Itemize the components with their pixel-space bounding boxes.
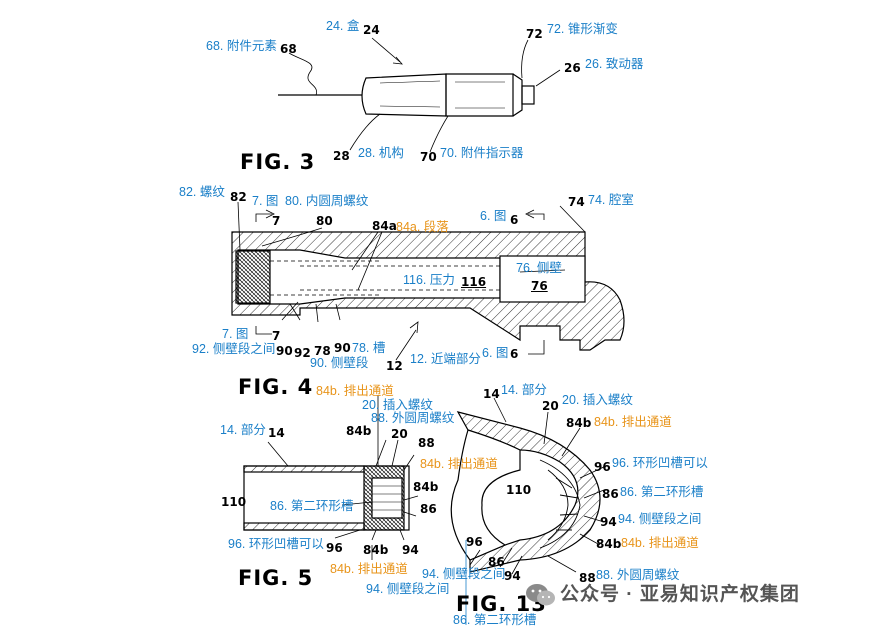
fig4-num-116: 116 <box>461 275 487 289</box>
fig5-num-20: 20 <box>391 427 408 441</box>
fig3-num-26: 26 <box>564 61 581 75</box>
wechat-icon <box>526 584 555 606</box>
fig13-num-96a: 96 <box>594 460 611 474</box>
fig13-num-14: 14 <box>483 387 500 401</box>
fig5-num-88: 88 <box>418 436 435 450</box>
fig13-label-88: 88. 外圆周螺纹 <box>596 568 680 582</box>
fig5-label-94: 94. 侧壁段之间 <box>366 582 450 596</box>
fig4-num-7b: 7 <box>272 329 281 343</box>
fig4-label-74: 74. 腔室 <box>588 193 634 207</box>
fig3-label-72: 72. 锥形渐变 <box>547 22 618 36</box>
fig5-num-84b-c: 84b <box>363 543 389 557</box>
fig5-num-94: 94 <box>402 543 419 557</box>
fig13-num-96b: 96 <box>466 535 483 549</box>
fig4-label-80: 80. 内圆周螺纹 <box>285 194 369 208</box>
fig13-num-88: 88 <box>579 571 596 585</box>
fig5-title: FIG. 5 <box>238 566 314 590</box>
fig4-label-76: 76. 侧壁 <box>516 261 562 275</box>
fig13-label-20: 20. 插入螺纹 <box>562 393 633 407</box>
fig4-label-92: 92. 侧壁段之间 <box>192 342 276 356</box>
fig13-label-94b: 94. 侧壁段之间 <box>422 567 506 581</box>
fig13-label-96: 96. 环形凹槽可以 <box>612 456 708 470</box>
fig5-num-84b-a: 84b <box>346 424 372 438</box>
fig4-label-90: 90. 侧壁段 <box>310 356 369 370</box>
fig5-label-86: 86. 第二环形槽 <box>270 499 354 513</box>
fig4-num-6a: 6 <box>510 213 519 227</box>
fig4-num-90b: 90 <box>334 341 351 355</box>
fig3-title: FIG. 3 <box>240 150 316 174</box>
fig4-title: FIG. 4 <box>238 375 314 399</box>
fig13-num-110: 110 <box>506 483 532 497</box>
fig4-num-78: 78 <box>314 344 331 358</box>
fig3-num-28: 28 <box>333 149 350 163</box>
fig5-label-88: 88. 外圆周螺纹 <box>371 411 455 425</box>
fig4-label-6b: 6. 图 <box>482 346 509 360</box>
fig5-label-84b-bot: 84b. 排出通道 <box>330 562 408 576</box>
fig13-num-94a: 94 <box>600 515 617 529</box>
fig13-label-86: 86. 第二环形槽 <box>620 485 704 499</box>
fig5-num-14: 14 <box>268 426 285 440</box>
fig4-drawing <box>231 201 625 361</box>
fig4-num-90a: 90 <box>276 344 293 358</box>
fig4-num-92: 92 <box>294 346 311 360</box>
fig13-label-86b: 86. 第二环形槽 <box>453 613 537 627</box>
fig13-label-84b-a: 84b. 排出通道 <box>594 415 672 429</box>
fig3-label-28: 28. 机构 <box>358 146 404 160</box>
fig4-label-12: 12. 近端部分 <box>410 352 481 366</box>
fig4-label-7a: 7. 图 <box>252 194 279 208</box>
fig4-num-84a: 84a <box>372 219 397 233</box>
fig3-label-68: 68. 附件元素 <box>206 39 277 53</box>
fig3-num-70: 70 <box>420 150 437 164</box>
fig13-label-14: 14. 部分 <box>501 383 547 397</box>
fig5-num-84b-b: 84b <box>413 480 439 494</box>
fig13-title: FIG. 13 <box>456 592 547 616</box>
fig13-num-94b: 94 <box>504 569 521 583</box>
fig3-num-72: 72 <box>526 27 543 41</box>
fig3-num-24: 24 <box>363 23 380 37</box>
fig4-label-6a: 6. 图 <box>480 209 507 223</box>
fig5-num-86: 86 <box>420 502 437 516</box>
watermark-text: 公众号 · 亚易知识产权集团 <box>560 584 800 605</box>
fig4-num-80: 80 <box>316 214 333 228</box>
fig13-num-20: 20 <box>542 399 559 413</box>
fig4-num-12: 12 <box>386 359 403 373</box>
fig4-label-78: 78. 槽 <box>352 341 386 355</box>
fig4-label-84a: 84a. 段落 <box>396 220 449 234</box>
fig13-num-86a: 86 <box>602 487 619 501</box>
fig4-label-82: 82. 螺纹 <box>179 185 225 199</box>
fig4-num-82: 82 <box>230 190 247 204</box>
fig5-drawing <box>243 395 419 560</box>
fig3-label-24: 24. 盒 <box>326 19 360 33</box>
fig13-num-86b: 86 <box>488 555 505 569</box>
fig13-label-94: 94. 侧壁段之间 <box>618 512 702 526</box>
fig4-label-116: 116. 压力 <box>403 273 455 287</box>
fig5-label-96: 96. 环形凹槽可以 <box>228 537 324 551</box>
fig5-num-110: 110 <box>221 495 247 509</box>
fig3-label-26: 26. 致动器 <box>585 57 644 71</box>
fig5-label-84b-mid: 84b. 排出通道 <box>420 457 498 471</box>
fig4-num-7a: 7 <box>272 214 281 228</box>
fig13-label-84b-b: 84b. 排出通道 <box>621 536 699 550</box>
fig13-drawing <box>450 397 607 625</box>
fig4-label-7b: 7. 图 <box>222 327 249 341</box>
fig4-num-76: 76 <box>531 279 548 293</box>
fig4-num-6b: 6 <box>510 347 519 361</box>
fig3-label-70: 70. 附件指示器 <box>440 146 524 160</box>
fig13-num-84b-a: 84b <box>566 416 592 430</box>
fig3-drawing <box>278 37 561 153</box>
fig3-num-68: 68 <box>280 42 297 56</box>
fig5-label-14: 14. 部分 <box>220 423 266 437</box>
fig5-label-84b-top: 84b. 排出通道 <box>316 384 394 398</box>
fig4-num-74: 74 <box>568 195 585 209</box>
fig13-num-84b-b: 84b <box>596 537 622 551</box>
fig5-num-96: 96 <box>326 541 343 555</box>
fig5-label-20: 20. 插入螺纹 <box>362 398 433 412</box>
